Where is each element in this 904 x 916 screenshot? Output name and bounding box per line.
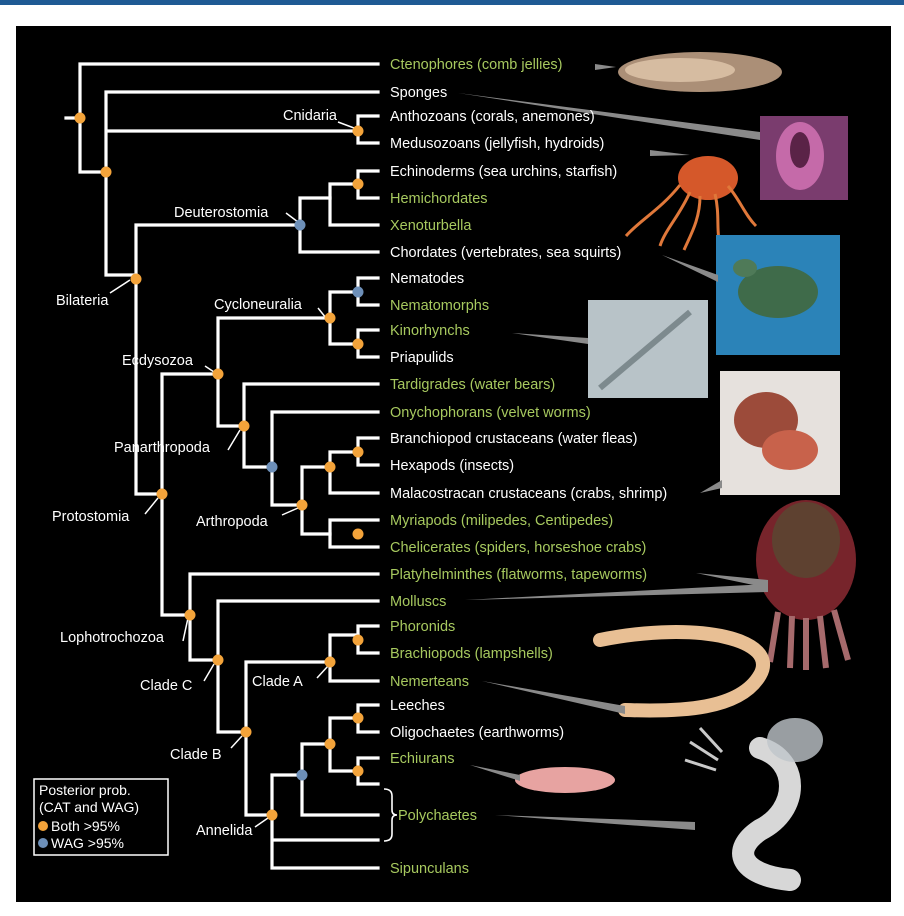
node-both: [353, 339, 364, 350]
taxon-label: Polychaetes: [398, 808, 477, 824]
legend: Posterior prob. (CAT and WAG) Both >95% …: [34, 779, 168, 855]
legend-subtitle: (CAT and WAG): [39, 799, 139, 815]
node-both: [213, 655, 224, 666]
legend-wag-swatch: [38, 838, 48, 848]
squid-photo: [756, 500, 856, 670]
clade-label-clade-a: Clade A: [252, 674, 303, 690]
taxon-label: Chelicerates (spiders, horseshoe crabs): [390, 540, 646, 556]
echiuran-photo: [515, 767, 615, 793]
taxon-label: Brachiopods (lampshells): [390, 646, 553, 662]
taxon-label: Priapulids: [390, 350, 454, 366]
node-wag: [295, 220, 306, 231]
taxon-label: Xenoturbella: [390, 218, 472, 234]
taxon-label: Onychophorans (velvet worms): [390, 405, 591, 421]
taxon-label: Nematodes: [390, 271, 464, 287]
taxon-label: Sipunculans: [390, 861, 469, 877]
node-wag: [353, 287, 364, 298]
node-both: [297, 500, 308, 511]
node-both: [325, 462, 336, 473]
sponge-photo: [760, 116, 848, 200]
node-both: [353, 179, 364, 190]
taxon-label: Kinorhynchs: [390, 323, 470, 339]
node-both: [325, 739, 336, 750]
taxon-label: Platyhelminthes (flatworms, tapeworms): [390, 567, 647, 583]
clade-label-bilateria: Bilateria: [56, 293, 109, 309]
pointer-echiuran: [470, 765, 520, 781]
node-both: [353, 126, 364, 137]
kinorhynch-photo: [588, 300, 708, 398]
clade-label-deuterostomia: Deuterostomia: [174, 205, 269, 221]
hermit-crab-photo: [720, 371, 840, 495]
taxon-label: Tardigrades (water bears): [390, 377, 555, 393]
taxon-label: Phoronids: [390, 619, 455, 635]
node-wag: [267, 462, 278, 473]
node-both: [213, 369, 224, 380]
polychaete-bracket: [384, 789, 397, 841]
taxon-label: Branchiopod crustaceans (water fleas): [390, 431, 637, 447]
legend-wag-label: WAG >95%: [51, 835, 124, 851]
taxon-label: Hexapods (insects): [390, 458, 514, 474]
clade-label-protostomia: Protostomia: [52, 509, 130, 525]
taxon-label: Nematomorphs: [390, 298, 489, 314]
node-both: [267, 810, 278, 821]
clade-label-ecdysozoa: Ecdysozoa: [122, 353, 194, 369]
node-both: [325, 657, 336, 668]
nemertean-photo: [600, 632, 763, 710]
clade-label-clade-b: Clade B: [170, 747, 222, 763]
pointer-comb-jelly: [595, 64, 616, 70]
clade-label-panarthropoda: Panarthropoda: [114, 440, 211, 456]
node-both: [131, 274, 142, 285]
taxon-label: Malacostracan crustaceans (crabs, shrimp…: [390, 486, 667, 502]
node-both: [353, 766, 364, 777]
legend-both-swatch: [38, 821, 48, 831]
pointer-kinorhynch: [512, 333, 588, 344]
node-both: [353, 447, 364, 458]
clade-label-clade-c: Clade C: [140, 678, 192, 694]
taxon-label: Medusozoans (jellyfish, hydroids): [390, 136, 604, 152]
node-both: [185, 610, 196, 621]
node-both: [353, 529, 364, 540]
pointer-squid-2: [465, 584, 768, 600]
taxon-label: Oligochaetes (earthworms): [390, 725, 564, 741]
clade-label-cycloneuralia: Cycloneuralia: [214, 297, 303, 313]
legend-title: Posterior prob.: [39, 782, 131, 798]
node-both: [101, 167, 112, 178]
taxon-label: Nemerteans: [390, 674, 469, 690]
taxon-label: Echiurans: [390, 751, 454, 767]
node-both: [353, 713, 364, 724]
pointer-turtle: [662, 255, 718, 282]
taxon-label: Molluscs: [390, 594, 446, 610]
node-both: [239, 421, 250, 432]
pointer-hermit-crab: [700, 480, 722, 493]
clade-label-ticks: [110, 122, 354, 827]
taxon-labels: Ctenophores (comb jellies) Sponges Antho…: [390, 57, 667, 877]
pointer-nemertean: [482, 681, 625, 714]
clade-label-lophotrochozoa: Lophotrochozoa: [60, 630, 165, 646]
comb-jelly-photo: [618, 52, 782, 92]
node-wag: [297, 770, 308, 781]
polychaete-photo: [685, 718, 823, 880]
taxon-label: Chordates (vertebrates, sea squirts): [390, 245, 621, 261]
node-both: [75, 113, 86, 124]
clade-label-annelida: Annelida: [196, 823, 253, 839]
pointer-jellyfish: [650, 150, 690, 156]
node-both: [157, 489, 168, 500]
clade-label-arthropoda: Arthropoda: [196, 514, 269, 530]
taxon-label: Echinoderms (sea urchins, starfish): [390, 164, 617, 180]
clade-labels: Cnidaria Deuterostomia Bilateria Cyclone…: [52, 108, 338, 839]
taxon-label: Sponges: [390, 85, 447, 101]
node-both: [353, 635, 364, 646]
turtle-photo: [716, 235, 840, 355]
taxon-label: Ctenophores (comb jellies): [390, 57, 562, 73]
taxon-label: Myriapods (milipedes, Centipedes): [390, 513, 613, 529]
node-both: [325, 313, 336, 324]
taxon-label: Anthozoans (corals, anemones): [390, 109, 595, 125]
clade-label-cnidaria: Cnidaria: [283, 108, 338, 124]
node-both: [241, 727, 252, 738]
legend-both-label: Both >95%: [51, 818, 120, 834]
pointer-polychaete: [495, 815, 695, 830]
taxon-label: Hemichordates: [390, 191, 488, 207]
taxon-label: Leeches: [390, 698, 445, 714]
